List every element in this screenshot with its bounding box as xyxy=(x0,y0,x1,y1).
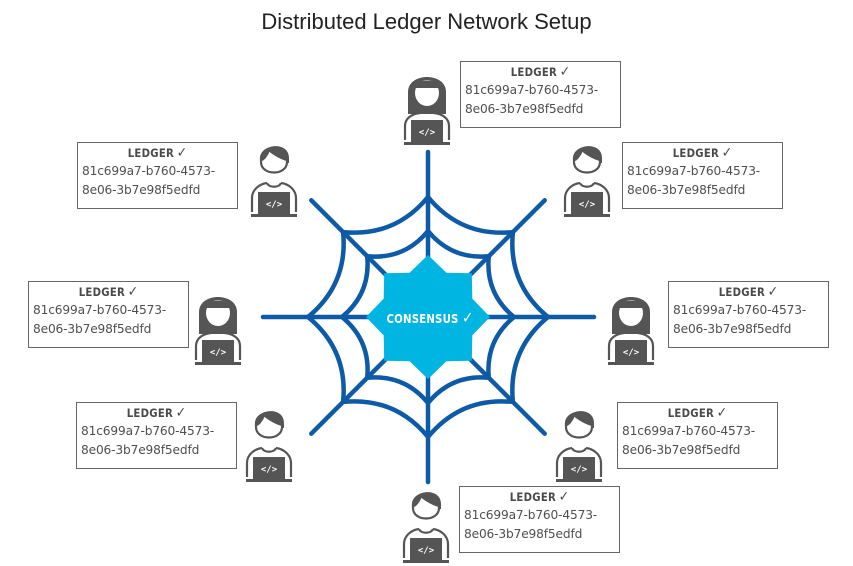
ledger-label: LEDGER xyxy=(127,146,175,160)
consensus-check-icon: ✓ xyxy=(461,308,474,327)
male-developer-icon xyxy=(554,410,604,484)
check-icon: ✓ xyxy=(721,145,733,161)
ledger-id-line1: 81c699a7-b760-4573- xyxy=(627,164,761,178)
male-developer-icon xyxy=(562,145,612,219)
ledger-id-line1: 81c699a7-b760-4573- xyxy=(81,424,215,438)
web-ring-arc xyxy=(425,399,516,440)
ledger-box-left: LEDGER✓ 81c699a7-b760-4573- 8e06-3b7e98f… xyxy=(28,281,189,348)
female-developer-icon xyxy=(606,295,656,367)
ledger-label: LEDGER xyxy=(509,490,557,504)
ledger-box-bottom: LEDGER✓ 81c699a7-b760-4573- 8e06-3b7e98f… xyxy=(459,486,620,553)
ledger-id-line1: 81c699a7-b760-4573- xyxy=(622,424,756,438)
web-ring-arc xyxy=(340,399,431,440)
ledger-box-bottom-left: LEDGER✓ 81c699a7-b760-4573- 8e06-3b7e98f… xyxy=(76,402,237,469)
male-developer-icon xyxy=(244,410,294,484)
ledger-id-line2: 8e06-3b7e98f5edfd xyxy=(82,183,201,197)
ledger-id-line2: 8e06-3b7e98f5edfd xyxy=(465,102,584,116)
ledger-box-top-left: LEDGER✓ 81c699a7-b760-4573- 8e06-3b7e98f… xyxy=(77,142,238,209)
web-ring-arc xyxy=(305,229,346,320)
web-ring-arc xyxy=(339,314,370,381)
web-ring-arc xyxy=(364,375,431,406)
web-ring-arc xyxy=(510,229,551,320)
ledger-id-line2: 8e06-3b7e98f5edfd xyxy=(81,443,200,457)
ledger-label: LEDGER xyxy=(672,146,720,160)
web-ring-arc xyxy=(305,314,346,405)
female-developer-icon xyxy=(402,75,452,147)
ledger-box-top-right: LEDGER✓ 81c699a7-b760-4573- 8e06-3b7e98f… xyxy=(622,142,783,209)
web-ring-arc xyxy=(364,228,431,259)
check-icon: ✓ xyxy=(716,405,728,421)
check-icon: ✓ xyxy=(127,284,139,300)
male-developer-icon xyxy=(401,491,451,565)
web-ring-arc xyxy=(425,194,516,235)
check-icon: ✓ xyxy=(558,489,570,505)
consensus-text: CONSENSUS xyxy=(386,312,459,326)
male-developer-icon xyxy=(249,145,299,219)
ledger-id-line2: 8e06-3b7e98f5edfd xyxy=(33,322,152,336)
web-ring-arc xyxy=(486,314,517,381)
ledger-id-line1: 81c699a7-b760-4573- xyxy=(464,508,598,522)
check-icon: ✓ xyxy=(176,145,188,161)
ledger-label: LEDGER xyxy=(667,406,715,420)
ledger-box-bottom-right: LEDGER✓ 81c699a7-b760-4573- 8e06-3b7e98f… xyxy=(617,402,778,469)
consensus-label: CONSENSUS✓ xyxy=(379,308,481,327)
check-icon: ✓ xyxy=(767,284,779,300)
web-ring-arc xyxy=(340,194,431,235)
ledger-id-line2: 8e06-3b7e98f5edfd xyxy=(622,443,741,457)
ledger-id-line1: 81c699a7-b760-4573- xyxy=(33,303,167,317)
web-ring-arc xyxy=(425,375,492,406)
check-icon: ✓ xyxy=(175,405,187,421)
check-icon: ✓ xyxy=(559,64,571,80)
ledger-id-line1: 81c699a7-b760-4573- xyxy=(673,303,807,317)
ledger-label: LEDGER xyxy=(126,406,174,420)
ledger-id-line2: 8e06-3b7e98f5edfd xyxy=(464,527,583,541)
ledger-id-line1: 81c699a7-b760-4573- xyxy=(465,83,599,97)
female-developer-icon xyxy=(193,295,243,367)
ledger-id-line1: 81c699a7-b760-4573- xyxy=(82,164,216,178)
ledger-label: LEDGER xyxy=(510,65,558,79)
web-ring-arc xyxy=(339,253,370,320)
ledger-id-line2: 8e06-3b7e98f5edfd xyxy=(627,183,746,197)
web-ring-arc xyxy=(510,314,551,405)
ledger-id-line2: 8e06-3b7e98f5edfd xyxy=(673,322,792,336)
ledger-label: LEDGER xyxy=(718,285,766,299)
diagram-title: Distributed Ledger Network Setup xyxy=(261,9,592,34)
web-ring-arc xyxy=(486,253,517,320)
ledger-label: LEDGER xyxy=(78,285,126,299)
web-ring-arc xyxy=(425,228,492,259)
ledger-box-top: LEDGER✓ 81c699a7-b760-4573- 8e06-3b7e98f… xyxy=(460,61,621,128)
consensus-octagram xyxy=(366,255,490,379)
ledger-box-right: LEDGER✓ 81c699a7-b760-4573- 8e06-3b7e98f… xyxy=(668,281,829,348)
